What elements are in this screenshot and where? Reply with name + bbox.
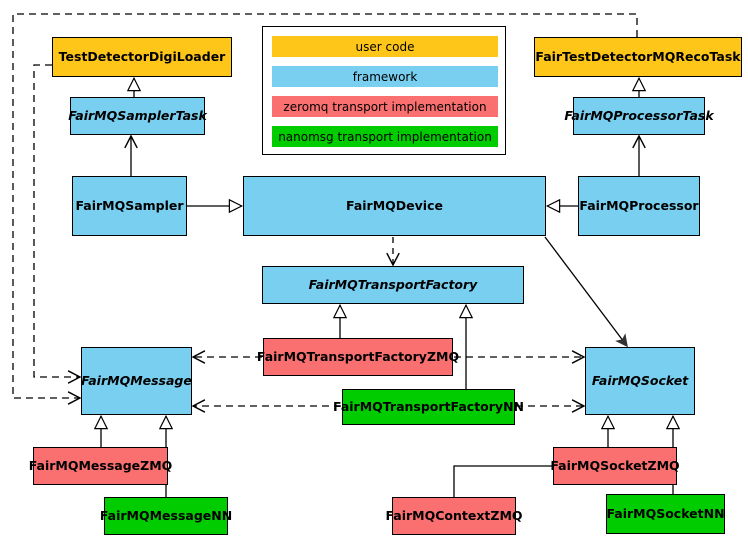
class-box-fairmqtransportfactorynn[interactable]: FairMQTransportFactoryNN	[333, 389, 524, 425]
legend-label: user code	[355, 39, 415, 54]
class-label: FairTestDetectorMQRecoTask	[535, 48, 741, 64]
class-box-fairmqmessagezmq[interactable]: FairMQMessageZMQ	[29, 447, 172, 485]
class-label: FairMQTransportFactoryZMQ	[256, 348, 460, 364]
class-box-fairmqprocessortask[interactable]: FairMQProcessorTask	[564, 97, 714, 135]
class-label: FairMQMessageNN	[99, 507, 233, 523]
class-box-fairmqsampler[interactable]: FairMQSampler	[72, 176, 187, 236]
class-label: FairMQSocketNN	[606, 505, 725, 521]
class-box-fairtestdetectormqrecotask[interactable]: FairTestDetectorMQRecoTask	[534, 37, 742, 77]
legend: user code framework zeromq transport imp…	[262, 26, 506, 155]
class-label: FairMQProcessorTask	[564, 107, 714, 123]
edge-digiloader-to-message	[33, 64, 80, 377]
class-box-fairmqsocket[interactable]: FairMQSocket	[585, 347, 695, 415]
edge-device-to-socket	[544, 236, 628, 348]
class-label: FairMQSocketZMQ	[550, 457, 680, 473]
class-label: FairMQMessage	[81, 372, 192, 388]
class-box-testdetectordigiloader[interactable]: TestDetectorDigiLoader	[52, 37, 232, 77]
legend-label: framework	[352, 69, 418, 84]
legend-item-nanomsg: nanomsg transport implementation	[272, 126, 498, 147]
class-box-fairmqdevice[interactable]: FairMQDevice	[243, 176, 546, 236]
class-label: TestDetectorDigiLoader	[58, 48, 226, 64]
class-box-fairmqsocketzmq[interactable]: FairMQSocketZMQ	[550, 447, 680, 485]
class-label: FairMQContextZMQ	[385, 507, 523, 523]
legend-label: zeromq transport implementation	[283, 99, 487, 114]
legend-item-user-code: user code	[272, 36, 498, 57]
class-box-fairmqsocketnn[interactable]: FairMQSocketNN	[606, 494, 725, 534]
class-box-fairmqprocessor[interactable]: FairMQProcessor	[578, 176, 700, 236]
legend-label: nanomsg transport implementation	[278, 129, 492, 144]
class-box-fairmqmessage[interactable]: FairMQMessage	[81, 347, 192, 415]
class-label: FairMQTransportFactory	[308, 276, 478, 292]
legend-item-zeromq: zeromq transport implementation	[272, 96, 498, 117]
class-label: FairMQSocket	[591, 372, 689, 388]
edge-socketzmq-owns-contextzmq	[453, 466, 552, 497]
class-label: FairMQMessageZMQ	[28, 457, 173, 473]
class-label: FairMQSamplerTask	[68, 107, 207, 123]
class-box-fairmqsamplertask[interactable]: FairMQSamplerTask	[68, 97, 207, 135]
class-box-fairmqcontextzmq[interactable]: FairMQContextZMQ	[385, 497, 523, 535]
class-label: FairMQDevice	[346, 197, 443, 213]
class-label: FairMQProcessor	[579, 197, 699, 213]
class-box-fairmqtransportfactory[interactable]: FairMQTransportFactory	[262, 266, 524, 304]
edge-recotask-to-message	[12, 13, 638, 398]
class-box-fairmqmessagenn[interactable]: FairMQMessageNN	[100, 497, 232, 535]
class-box-fairmqtransportfactoryzmq[interactable]: FairMQTransportFactoryZMQ	[257, 338, 459, 376]
class-label: FairMQSampler	[75, 197, 184, 213]
legend-item-framework: framework	[272, 66, 498, 87]
class-label: FairMQTransportFactoryNN	[333, 398, 524, 414]
